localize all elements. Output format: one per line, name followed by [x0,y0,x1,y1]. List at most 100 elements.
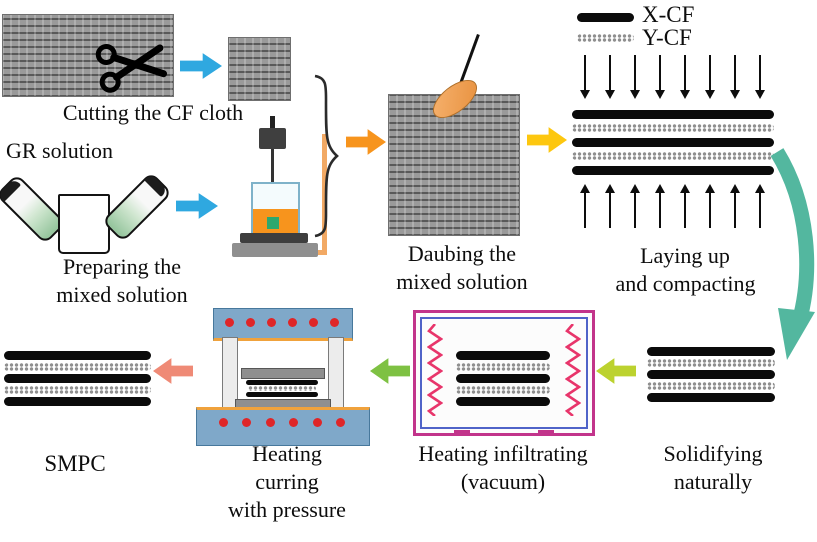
vacuum-oven [413,310,595,436]
press-sample-x-cf-bar [246,392,318,397]
cutting-label: Cutting the CF cloth [62,100,244,125]
compaction-arrow-down [580,55,590,99]
brace-icon [314,74,339,238]
stir-element [267,217,279,229]
curing-label-2: curring [255,469,319,494]
compaction-arrow-up [705,184,715,228]
solidified-y-cf-bar [647,359,775,367]
flow-arrow-cut-icon [180,52,222,80]
arrow-shape [346,129,386,155]
legend-y-cf-bar [577,34,634,42]
smpc-label: SMPC [44,451,106,476]
compaction-arrow-down [680,55,690,99]
oven-y-cf-bar [456,363,550,371]
hot-press [196,306,370,446]
compaction-arrow-up [755,184,765,228]
curing-label-3: with pressure [228,497,346,522]
compaction-arrow-down [630,55,640,99]
curing-label-1: Heating [252,441,322,466]
solidified-x-cf-bar [647,393,775,402]
oven-y-cf-bar [456,386,550,394]
flow-arrow-infiltrate-icon [596,357,636,385]
beaker-icon [58,194,110,254]
press-base [196,407,370,446]
smpc-x-cf-bar [4,397,151,406]
stirrer-motor [259,128,286,149]
preparing-label-2: mixed solution [56,282,188,307]
bottle-cap [144,173,169,198]
stand-pole [322,134,327,254]
flow-arrow-daub-icon [346,128,386,156]
laying-label-2: and compacting [615,271,756,296]
infiltrating-label-2: (vacuum) [460,469,546,494]
compaction-arrow-down [605,55,615,99]
legend-x-cf-bar [577,13,634,22]
compaction-arrow-down [730,55,740,99]
solidified-y-cf-bar [647,382,775,390]
compaction-arrow-up [680,184,690,228]
oven-x-cf-bar [456,374,550,383]
smpc-y-cf-bar [4,363,151,371]
solidified-x-cf-bar [647,370,775,379]
press-sample-x-cf-bar [246,380,318,385]
bottle-cap [0,177,22,202]
heating-coil-right-icon [565,324,581,416]
press-column-left [222,337,238,408]
layup-x-cf-bar [572,166,774,175]
flow-curve-arrow-icon [771,148,815,360]
arrow-shape [153,357,193,385]
compaction-arrow-up [730,184,740,228]
compaction-arrow-up [580,184,590,228]
compaction-arrow-up [655,184,665,228]
legend-x-cf-label: X-CF [642,2,695,27]
press-heater-dots-top [213,312,351,332]
flow-arrow-layup-icon [527,126,567,154]
magnetic-stirrer-icon [222,116,334,260]
preparing-label-1: Preparing the [63,254,181,279]
arrow-shape [527,127,567,153]
arrow-shape [176,193,218,219]
solution-bottle-right-icon [101,171,173,243]
legend-y-cf-label: Y-CF [642,25,692,50]
compaction-arrow-down [655,55,665,99]
press-column-right [328,337,344,408]
flow-arrow-smpc-icon [153,357,193,385]
stirrer-rod-top [270,116,275,128]
arrow-shape [596,357,636,385]
mixing-beaker [251,182,300,237]
oven-x-cf-bar [456,351,550,360]
press-sample-y-cf-bar [248,386,316,391]
solidifying-label-1: Solidifying [663,441,763,466]
flow-arrow-mix-icon [176,192,218,220]
layup-y-cf-bar [572,124,774,132]
daubing-label-1: Daubing the [407,241,517,266]
smpc-x-cf-bar [4,351,151,360]
daubing-label-2: mixed solution [396,269,528,294]
smpc-x-cf-bar [4,374,151,383]
press-platen-top [241,368,325,379]
press-heater-dots-bottom [204,412,360,432]
compaction-arrow-up [630,184,640,228]
smpc-y-cf-bar [4,386,151,394]
cf-cloth-daub-image [388,94,520,236]
heating-coil-left-icon [427,324,443,416]
laying-label-1: Laying up [640,243,730,268]
oven-foot [538,430,554,436]
arrow-shape [180,53,222,79]
solution-bottle-left-icon [0,173,67,245]
layup-y-cf-bar [572,152,774,160]
press-top-beam [213,308,353,341]
solidifying-label-2: naturally [673,469,753,494]
stirrer-shaft [271,149,274,185]
layup-x-cf-bar [572,138,774,147]
hotplate [240,233,308,243]
oven-x-cf-bar [456,397,550,406]
compaction-arrow-down [705,55,715,99]
arrow-shape [370,357,410,385]
scissors-icon [95,43,168,93]
oven-inner-wall [420,317,588,429]
cf-cloth-cut-image [228,37,291,101]
stirrer-base [232,243,318,257]
compaction-arrow-down [755,55,765,99]
